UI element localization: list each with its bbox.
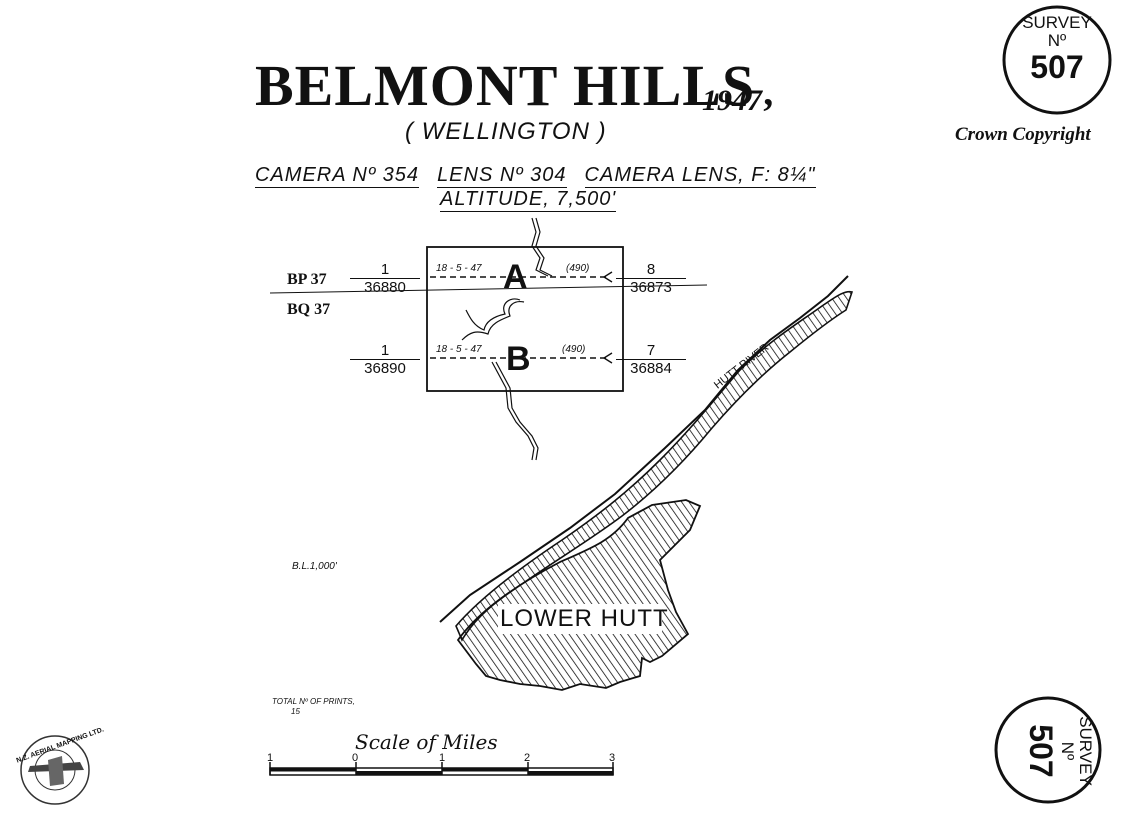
run-a-left-fraction: 1 36880 bbox=[350, 262, 420, 296]
scale-tick-2: 2 bbox=[524, 752, 531, 764]
camera-line: CAMERA Nº 354 LENS Nº 304 CAMERA LENS, F: … bbox=[255, 164, 834, 188]
hutt-river bbox=[455, 290, 854, 642]
total-prints-label: TOTAL Nº OF PRINTS, bbox=[272, 697, 355, 706]
run-a-right-fraction: 8 36873 bbox=[616, 262, 686, 296]
run-b-left-fraction: 1 36890 bbox=[350, 343, 420, 377]
run-a-right-num: 8 bbox=[646, 261, 656, 278]
lower-hutt-area bbox=[456, 499, 702, 691]
lower-hutt-label: LOWER HUTT bbox=[500, 605, 669, 632]
title-year: 1947 bbox=[702, 84, 762, 117]
grid-label-bq: BQ 37 bbox=[287, 301, 331, 318]
run-a-left-num: 1 bbox=[380, 261, 390, 278]
scale-bar bbox=[269, 762, 614, 776]
run-b-right-den: 36884 bbox=[616, 359, 686, 377]
camera-lens: CAMERA LENS, F: 8¼" bbox=[584, 164, 816, 188]
flight-area-box bbox=[426, 246, 624, 392]
scale-tick-3: 3 bbox=[609, 752, 616, 764]
run-a-letter: A bbox=[503, 258, 528, 296]
scale-title: Scale of Miles bbox=[355, 730, 498, 754]
scale-tick-1: 1 bbox=[439, 752, 446, 764]
survey-badge-bottom-circle bbox=[994, 696, 1102, 804]
run-a-code: (490) bbox=[566, 263, 590, 274]
survey-badge-bottom-label: SURVEY bbox=[1076, 716, 1095, 786]
run-b-date: 18 - 5 - 47 bbox=[436, 344, 482, 355]
survey-badge-top-number: 507 bbox=[1030, 49, 1084, 85]
run-a-left-den: 36880 bbox=[350, 278, 420, 296]
survey-badge-bottom: SURVEY Nº 507 bbox=[1002, 698, 1095, 804]
run-b-letter: B bbox=[506, 340, 531, 378]
title-main: BELMONT HILLS bbox=[255, 53, 756, 118]
survey-badge-bottom-number: 507 bbox=[1023, 724, 1059, 778]
grid-label-bp: BP 37 bbox=[287, 271, 327, 288]
run-b-code: (490) bbox=[562, 344, 586, 355]
scale-tick-1-left: 1 bbox=[267, 752, 274, 764]
run-b-right-fraction: 7 36884 bbox=[616, 343, 686, 377]
run-a-right-den: 36873 bbox=[616, 278, 686, 296]
base-line-label: B.L.1,000' bbox=[292, 561, 337, 572]
survey-badge-top-circle bbox=[1002, 5, 1112, 115]
aerial-mapping-logo bbox=[20, 735, 90, 805]
camera-number: CAMERA Nº 354 bbox=[255, 164, 420, 188]
run-b-right-num: 7 bbox=[646, 342, 656, 359]
survey-badge-bottom-no: Nº bbox=[1058, 741, 1077, 761]
lens-number: LENS Nº 304 bbox=[437, 164, 567, 188]
stream bbox=[461, 217, 553, 461]
altitude: ALTITUDE, 7,500' bbox=[440, 188, 617, 212]
hutt-river-west-bank bbox=[439, 275, 849, 623]
survey-badge-top-no: Nº bbox=[1047, 31, 1067, 50]
total-prints-count: 15 bbox=[291, 707, 300, 716]
flight-arrow-a bbox=[602, 271, 613, 283]
scale-tick-0: 0 bbox=[352, 752, 359, 764]
crown-copyright: Crown Copyright bbox=[955, 124, 1091, 145]
run-a-date: 18 - 5 - 47 bbox=[436, 263, 482, 274]
run-b-left-num: 1 bbox=[380, 342, 390, 359]
subtitle: ( WELLINGTON ) bbox=[405, 118, 607, 145]
survey-badge-top-label: SURVEY bbox=[1022, 13, 1092, 32]
title-separator: , bbox=[763, 69, 775, 114]
flight-arrow-b bbox=[602, 352, 613, 364]
survey-badge-top: SURVEY Nº 507 bbox=[1004, 13, 1110, 85]
run-b-left-den: 36890 bbox=[350, 359, 420, 377]
map-title: BELMONT HILLS, bbox=[255, 52, 774, 119]
grid-divider-line bbox=[269, 284, 708, 294]
